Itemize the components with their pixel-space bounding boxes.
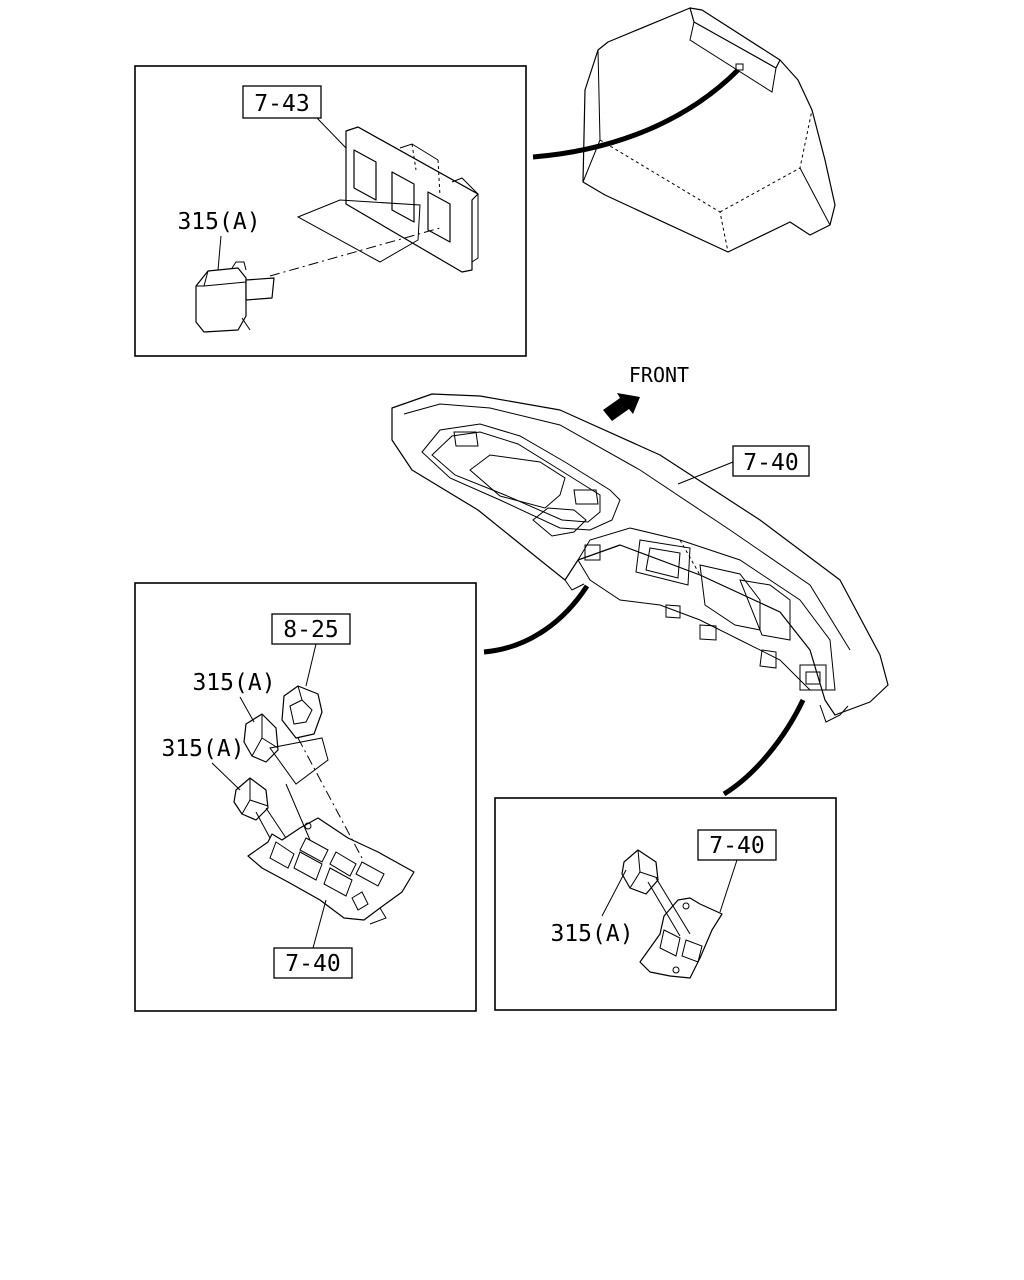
- ref-315a-right-label: 315(A): [550, 921, 633, 947]
- instrument-panel: [391, 393, 889, 723]
- leader-to-top-detail: [532, 68, 740, 160]
- mounting-lines-right: [647, 877, 691, 937]
- ref-7-40-main-label: 7-40: [743, 450, 798, 476]
- ref-315a-right: 315(A): [550, 869, 634, 947]
- front-label: FRONT: [629, 363, 689, 387]
- ref-315a-top-label: 315(A): [177, 209, 260, 235]
- ref-7-40-main: 7-40: [677, 445, 810, 485]
- leader-to-right-detail: [722, 698, 806, 797]
- ref-7-40-right: 7-40: [697, 829, 777, 913]
- detail-box-right: [494, 797, 837, 1011]
- detail-box-top: [134, 65, 527, 357]
- overhead-console-housing: [582, 7, 836, 253]
- switch-315a-left-upper: [243, 713, 279, 763]
- front-arrow-icon: [603, 393, 640, 421]
- switch-315a-left-lower: [233, 777, 269, 821]
- switch-8-25: [281, 685, 323, 739]
- ref-7-43-label: 7-43: [254, 91, 309, 117]
- front-indicator: FRONT: [603, 363, 689, 421]
- switch-315a-right: [621, 849, 659, 895]
- ref-7-40-left-label: 7-40: [285, 951, 340, 977]
- ref-7-40-right-label: 7-40: [709, 833, 764, 859]
- ref-315a-left-2: 315(A): [161, 736, 245, 791]
- ref-315a-left-1-label: 315(A): [192, 670, 275, 696]
- switch-panel-7-40-right: [639, 897, 723, 979]
- mounting-lines-left: [255, 737, 363, 859]
- leader-to-left-detail: [483, 584, 590, 655]
- ref-315a-top: 315(A): [177, 209, 261, 271]
- switch-panel-7-40-left: [247, 817, 415, 925]
- ref-8-25: 8-25: [271, 613, 351, 687]
- ref-7-43: 7-43: [242, 85, 347, 149]
- switch-315a-top: [195, 261, 275, 333]
- ref-7-40-left: 7-40: [273, 899, 353, 979]
- ref-315a-left-1: 315(A): [192, 670, 276, 723]
- mounting-plane-top: [269, 199, 441, 277]
- ref-8-25-label: 8-25: [283, 617, 338, 643]
- detail-box-left: [134, 582, 477, 1012]
- switch-bezel-7-43: [345, 126, 479, 273]
- ref-315a-left-2-label: 315(A): [161, 736, 244, 762]
